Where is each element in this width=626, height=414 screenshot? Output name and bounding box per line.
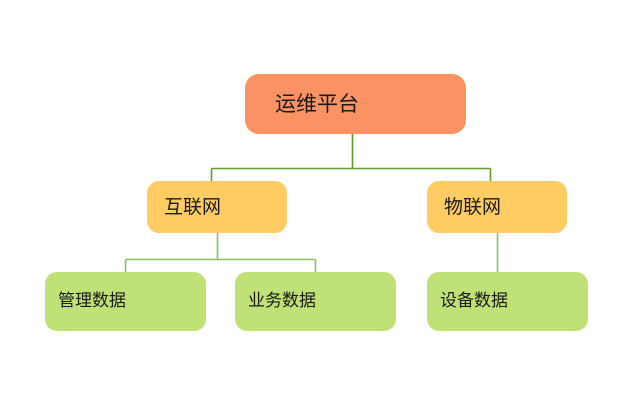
node-iot-label: 物联网 — [444, 195, 502, 218]
node-internet-label: 互联网 — [164, 195, 222, 218]
node-iot[interactable]: 物联网 — [427, 181, 567, 233]
node-business-data[interactable]: 业务数据 — [235, 272, 396, 331]
node-management-data-label: 管理数据 — [58, 291, 126, 311]
node-device-data[interactable]: 设备数据 — [427, 272, 588, 331]
node-device-data-label: 设备数据 — [440, 291, 508, 311]
node-internet[interactable]: 互联网 — [147, 181, 287, 233]
node-management-data[interactable]: 管理数据 — [45, 272, 206, 331]
node-business-data-label: 业务数据 — [248, 291, 316, 311]
node-root[interactable]: 运维平台 — [245, 74, 466, 134]
node-root-label: 运维平台 — [275, 91, 359, 116]
